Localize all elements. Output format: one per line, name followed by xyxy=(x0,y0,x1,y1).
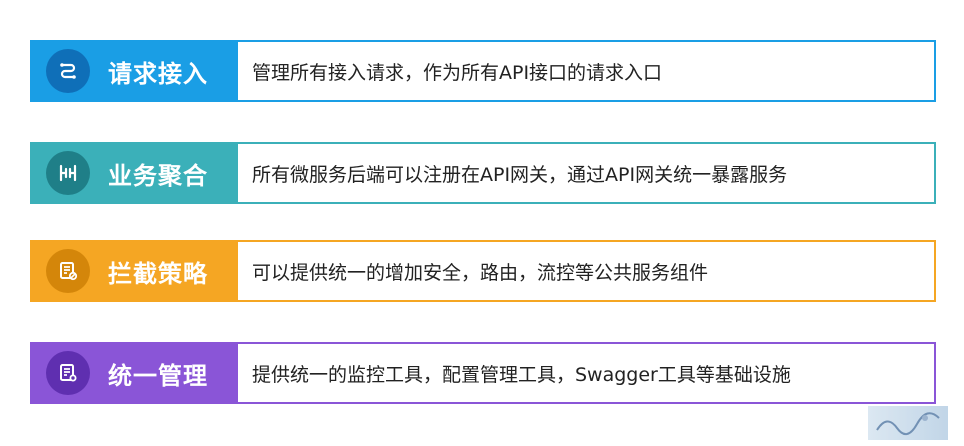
merge-icon xyxy=(46,151,90,195)
manage-icon xyxy=(46,351,90,395)
row-title: 拦截策略 xyxy=(108,259,208,288)
row-interception-policy: 拦截策略 可以提供统一的增加安全，路由，流控等公共服务组件 xyxy=(30,240,936,302)
policy-icon xyxy=(46,249,90,293)
watermark-image xyxy=(868,406,948,440)
label-block: 统一管理 xyxy=(32,344,238,402)
row-description: 管理所有接入请求，作为所有API接口的请求入口 xyxy=(252,61,663,84)
flow-icon xyxy=(46,49,90,93)
row-description: 可以提供统一的增加安全，路由，流控等公共服务组件 xyxy=(252,261,709,284)
row-title: 统一管理 xyxy=(108,361,208,390)
row-business-aggregation: 业务聚合 所有微服务后端可以注册在API网关，通过API网关统一暴露服务 xyxy=(30,142,936,204)
row-title: 请求接入 xyxy=(108,59,208,88)
label-block: 拦截策略 xyxy=(32,242,238,300)
row-description: 所有微服务后端可以注册在API网关，通过API网关统一暴露服务 xyxy=(252,163,788,186)
label-block: 业务聚合 xyxy=(32,144,238,202)
row-description: 提供统一的监控工具，配置管理工具，Swagger工具等基础设施 xyxy=(252,363,791,386)
row-request-access: 请求接入 管理所有接入请求，作为所有API接口的请求入口 xyxy=(30,40,936,102)
row-title: 业务聚合 xyxy=(108,161,208,190)
label-block: 请求接入 xyxy=(32,42,238,100)
row-unified-management: 统一管理 提供统一的监控工具，配置管理工具，Swagger工具等基础设施 xyxy=(30,342,936,404)
